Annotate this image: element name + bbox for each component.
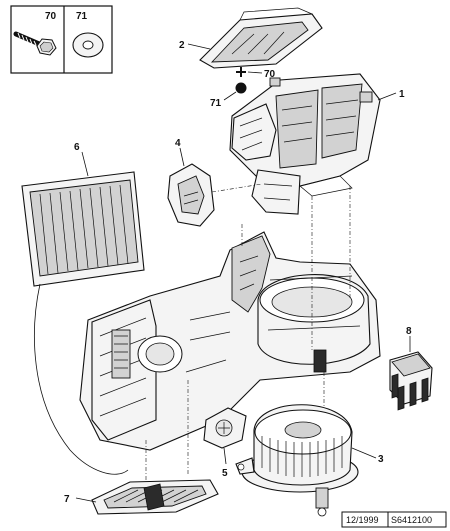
callout-70-detail: 70 (264, 69, 276, 80)
footer-date: 12/1999 (346, 515, 379, 525)
callout-1: 1 (399, 89, 405, 100)
callout-2: 2 (179, 40, 185, 51)
callout-71-detail: 71 (210, 98, 222, 109)
callout-71-box: 71 (76, 11, 88, 22)
washer-icon (72, 32, 104, 58)
part-5-resistor (203, 407, 247, 449)
callout-5: 5 (222, 468, 228, 479)
part-4-actuator (167, 163, 215, 227)
callout-4: 4 (175, 138, 181, 149)
part-7-grille (91, 479, 219, 515)
callout-8: 8 (406, 326, 412, 337)
screw-icon (13, 31, 57, 56)
detail-washer-71 (235, 82, 247, 94)
detail-screw-70 (236, 67, 246, 77)
part-1-housing (229, 73, 381, 215)
heater-unit-body (79, 231, 381, 451)
callout-7: 7 (64, 494, 70, 505)
part-2-cover (199, 7, 323, 69)
callout-3: 3 (378, 454, 384, 465)
part-3-blower (235, 404, 359, 517)
callout-6: 6 (74, 142, 80, 153)
footer-reference: 12/1999 S6412100 (341, 511, 447, 528)
fastener-inset: 70 71 (10, 5, 113, 74)
part-6-filter (21, 171, 145, 475)
part-8-relay (389, 351, 433, 411)
callout-70-box: 70 (45, 11, 57, 22)
footer-reference-code: S6412100 (391, 515, 432, 525)
